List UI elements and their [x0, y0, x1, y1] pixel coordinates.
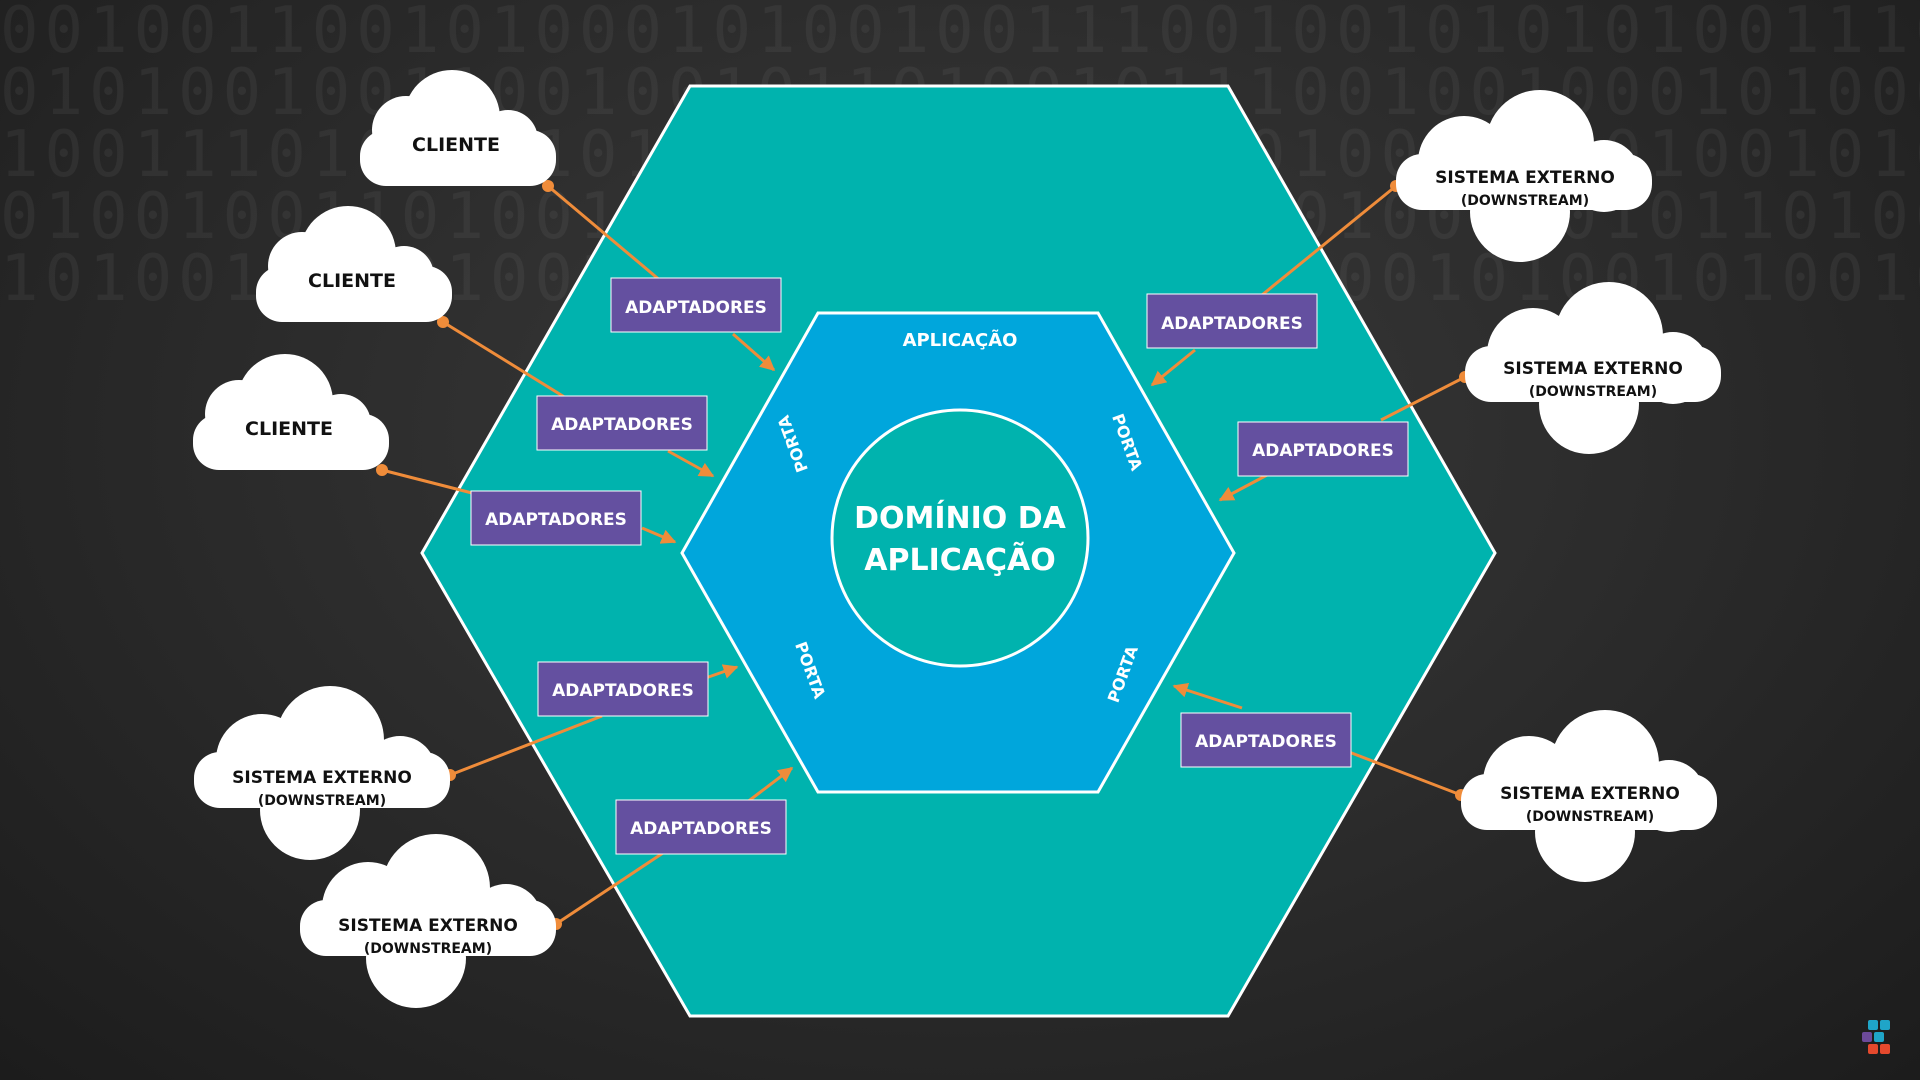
connector-line: [381, 468, 473, 495]
connector-line: [1380, 375, 1466, 422]
external-system-sublabel: (DOWNSTREAM): [1529, 384, 1657, 400]
adapter-box: ADAPTADORES: [537, 661, 709, 717]
connector-arrow: [667, 449, 715, 478]
connector-line: [1348, 750, 1462, 797]
cubes-logo: [1862, 1020, 1890, 1054]
adapter-label: ADAPTADORES: [551, 415, 693, 435]
external-system-label: SISTEMA EXTERNO: [1503, 359, 1683, 379]
logo-cube: [1862, 1032, 1872, 1042]
client-label: CLIENTE: [412, 134, 500, 156]
connector-arrow: [745, 766, 794, 805]
adapter-box: ADAPTADORES: [615, 799, 787, 855]
adapter-box: ADAPTADORES: [536, 395, 708, 451]
connector-arrow: [1172, 683, 1243, 710]
connector-line: [1261, 184, 1397, 297]
adapter-label: ADAPTADORES: [552, 681, 694, 701]
adapter-label: ADAPTADORES: [485, 510, 627, 530]
logo-cube: [1880, 1020, 1890, 1030]
connectors: [381, 184, 1466, 926]
adapter-label: ADAPTADORES: [625, 298, 767, 318]
connector-line: [547, 184, 663, 284]
application-layer-label: APLICAÇÃO: [903, 328, 1018, 351]
connector-line: [449, 714, 603, 777]
client-cloud: CLIENTE: [256, 206, 452, 322]
external-system-label: SISTEMA EXTERNO: [1500, 784, 1680, 804]
adapter-box: ADAPTADORES: [610, 277, 782, 333]
external-system-cloud: SISTEMA EXTERNO (DOWNSTREAM): [1465, 282, 1721, 454]
connector-arrow: [641, 526, 677, 544]
connector-dot: [542, 180, 554, 192]
connector-dot: [376, 464, 388, 476]
domain-title-line1: DOMÍNIO DA: [854, 500, 1067, 536]
connector-arrow: [1218, 472, 1270, 502]
connector-arrow: [1150, 348, 1196, 387]
external-system-sublabel: (DOWNSTREAM): [1461, 193, 1589, 209]
client-cloud: CLIENTE: [193, 354, 389, 470]
connector-line: [555, 845, 673, 926]
external-system-sublabel: (DOWNSTREAM): [364, 941, 492, 957]
external-system-label: SISTEMA EXTERNO: [338, 916, 518, 936]
external-system-label: SISTEMA EXTERNO: [232, 768, 412, 788]
adapter-label: ADAPTADORES: [1161, 314, 1303, 334]
connector-line: [442, 320, 567, 400]
external-system-cloud: SISTEMA EXTERNO (DOWNSTREAM): [1396, 90, 1652, 262]
core-circle: [830, 408, 1090, 668]
adapter-box: ADAPTADORES: [1180, 712, 1352, 768]
external-system-label: SISTEMA EXTERNO: [1435, 168, 1615, 188]
connector-arrow: [732, 332, 776, 372]
client-cloud: CLIENTE: [360, 70, 556, 186]
adapter-label: ADAPTADORES: [1195, 732, 1337, 752]
adapter-box: ADAPTADORES: [1146, 293, 1318, 349]
adapter-label: ADAPTADORES: [1252, 441, 1394, 461]
logo-cube: [1868, 1044, 1878, 1054]
external-system-cloud: SISTEMA EXTERNO (DOWNSTREAM): [1461, 710, 1717, 882]
external-system-cloud: SISTEMA EXTERNO (DOWNSTREAM): [300, 834, 556, 1008]
adapter-box: ADAPTADORES: [1237, 421, 1409, 477]
adapter-box: ADAPTADORES: [470, 490, 642, 546]
logo-cube: [1868, 1020, 1878, 1030]
client-label: CLIENTE: [245, 418, 333, 440]
adapter-label: ADAPTADORES: [630, 819, 772, 839]
external-system-sublabel: (DOWNSTREAM): [258, 793, 386, 809]
external-system-cloud: SISTEMA EXTERNO (DOWNSTREAM): [194, 686, 450, 860]
connector-dot: [437, 316, 449, 328]
logo-cube: [1874, 1032, 1884, 1042]
logo-cube: [1880, 1044, 1890, 1054]
external-system-sublabel: (DOWNSTREAM): [1526, 809, 1654, 825]
domain-title-line2: APLICAÇÃO: [864, 541, 1055, 578]
client-label: CLIENTE: [308, 270, 396, 292]
